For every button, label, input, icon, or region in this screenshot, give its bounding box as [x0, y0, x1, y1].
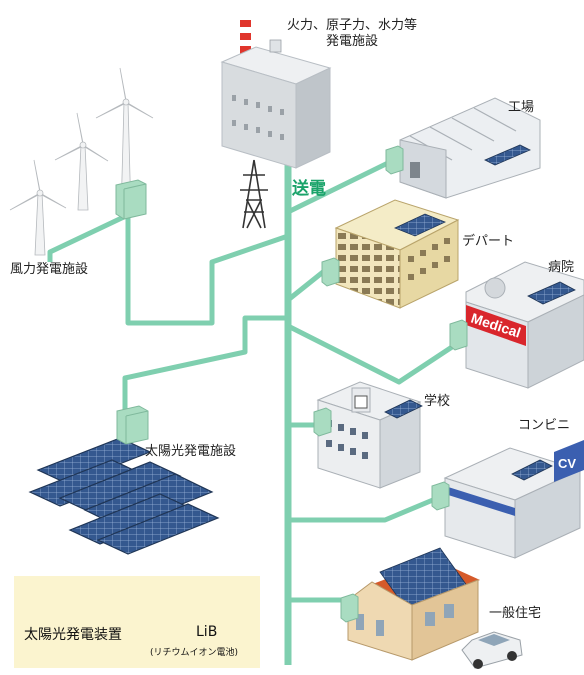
- convenience-sign: CV: [558, 456, 576, 471]
- wind-battery: [115, 179, 147, 220]
- convenience-store-label: コンビニ: [518, 418, 571, 433]
- department-store: [321, 199, 460, 309]
- legend-lib-note: (リチウムイオン電池): [150, 648, 239, 658]
- school-battery: [313, 407, 332, 437]
- department-battery: [321, 257, 340, 287]
- legend: [14, 576, 260, 668]
- school: [313, 381, 423, 489]
- power-plant-label-line1: 火力、原子力、水力等: [286, 18, 417, 33]
- power-lines: [47, 150, 457, 665]
- wind-turbines: [9, 67, 154, 256]
- house-battery: [340, 593, 359, 623]
- factory-battery: [385, 145, 404, 175]
- power-plant-label-line2: 発電施設: [325, 34, 378, 49]
- transmission-label: 送電: [292, 179, 326, 199]
- school-label: 学校: [424, 394, 451, 409]
- convenience-store: CV: [431, 440, 584, 559]
- hospital-battery: [449, 319, 468, 351]
- house-label: 一般住宅: [489, 606, 542, 621]
- hospital-label: 病院: [548, 260, 575, 275]
- legend-lib-label: LiB: [196, 624, 218, 640]
- chimney: [240, 20, 251, 58]
- factory: [385, 97, 541, 199]
- electric-car: [461, 631, 523, 669]
- house: [340, 547, 480, 661]
- legend-solar-label: 太陽光発電装置: [24, 627, 122, 643]
- hospital: Medical: [449, 261, 584, 389]
- power-plant-label: 火力、原子力、水力等 発電施設: [272, 18, 432, 50]
- convenience-battery: [431, 481, 450, 511]
- solar-facility: [28, 437, 220, 555]
- solar-battery: [116, 405, 149, 445]
- solar-facility-label: 太陽光発電施設: [145, 444, 237, 459]
- factory-label: 工場: [508, 100, 535, 115]
- wind-turbine: [54, 112, 109, 211]
- wind-label: 風力発電施設: [10, 262, 89, 277]
- wind-turbine: [9, 159, 67, 256]
- transmission-tower: [240, 159, 268, 229]
- department-store-label: デパート: [462, 234, 515, 249]
- power-plant: [220, 20, 332, 169]
